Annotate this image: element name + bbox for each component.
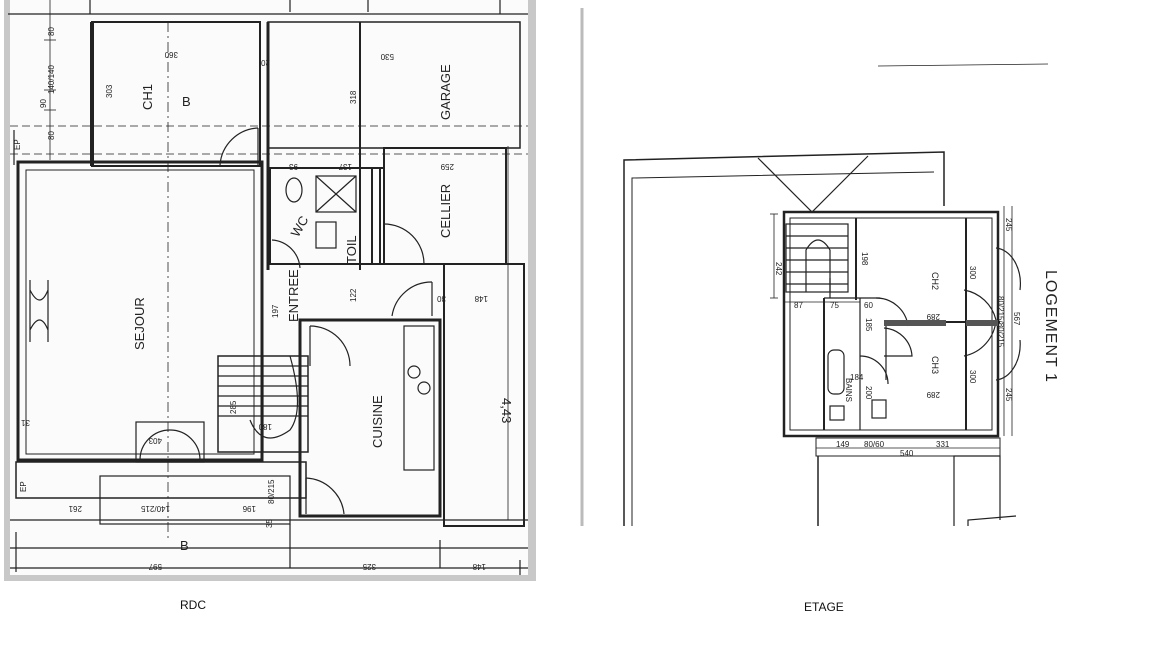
caption-etage: ETAGE xyxy=(804,600,844,614)
dim-261: 261 xyxy=(68,504,82,513)
dim-325: 325 xyxy=(362,562,376,571)
etage-wall-hatch-1 xyxy=(884,320,946,326)
dim-303: 303 xyxy=(105,84,114,98)
room-label-entree: ENTREE xyxy=(286,269,301,322)
dim-285: 285 xyxy=(229,400,238,414)
dim-300-a: 300 xyxy=(968,266,977,280)
dim-245-a: 245 xyxy=(1004,218,1013,232)
dim-597: 597 xyxy=(148,562,162,571)
rdc-plan: CH1 B SEJOUR GARAGE CELLIER ENTREE CUISI… xyxy=(4,0,536,581)
dim-180: 180 xyxy=(258,422,272,431)
dim-318: 318 xyxy=(349,90,358,104)
room-label-ch3: CH3 xyxy=(930,356,940,374)
room-label-garage: GARAGE xyxy=(438,64,453,120)
room-label-ch2: CH2 xyxy=(930,272,940,290)
section-mark-top: B xyxy=(182,94,191,109)
room-label-bains: BAINS xyxy=(844,378,853,402)
dim-567: 567 xyxy=(1012,312,1021,326)
dim-80-215-80-215: 80/215/80/215 xyxy=(996,296,1005,348)
dim-60: 60 xyxy=(864,301,873,310)
room-label-ch1: CH1 xyxy=(140,84,155,110)
dim-198: 198 xyxy=(860,252,869,266)
dim-30: 30 xyxy=(437,294,446,303)
dim-140-140: 140/140 xyxy=(47,65,56,94)
dim-300-b: 300 xyxy=(968,370,977,384)
dim-31: 31 xyxy=(21,418,30,427)
ep-tag-bottom: EP xyxy=(19,481,28,492)
dim-20: 20 xyxy=(261,58,270,67)
dim-245-b: 245 xyxy=(1004,388,1013,402)
dim-530: 530 xyxy=(380,52,394,61)
dim-80-top: 80 xyxy=(47,27,56,36)
dim-80-mid: 80 xyxy=(47,131,56,140)
room-label-cellier: CELLIER xyxy=(438,184,453,238)
caption-rdc: RDC xyxy=(180,598,206,612)
dim-197: 197 xyxy=(271,304,280,318)
logement-title: LOGEMENT 1 xyxy=(1042,270,1059,383)
dim-200: 200 xyxy=(864,386,873,400)
etage-wall-hatch-2 xyxy=(966,320,998,326)
dim-148: 148 xyxy=(474,294,488,303)
ep-tag-top: EP xyxy=(13,139,22,150)
dim-87: 87 xyxy=(794,301,803,310)
dim-75: 75 xyxy=(830,301,839,310)
area-note: 4,43 xyxy=(499,398,514,423)
dim-403: 403 xyxy=(148,436,162,445)
dim-140-215: 140/215 xyxy=(141,504,170,513)
dim-540: 540 xyxy=(900,449,914,458)
dim-137: 137 xyxy=(338,162,352,171)
dim-242: 242 xyxy=(774,262,783,276)
dim-122: 122 xyxy=(349,288,358,302)
dim-360: 360 xyxy=(164,50,178,59)
room-label-toil: TOIL xyxy=(344,235,359,264)
dim-90: 90 xyxy=(39,99,48,108)
dim-185: 185 xyxy=(864,318,873,332)
dim-93: 93 xyxy=(289,162,298,171)
dim-331: 331 xyxy=(936,440,950,449)
dim-80-215: 80/215 xyxy=(267,479,276,504)
dim-259: 259 xyxy=(440,162,454,171)
etage-plan: CH2 CH3 BAINS LOGEMENT 1 242 198 87 75 6… xyxy=(580,8,1059,526)
dim-196: 196 xyxy=(242,504,256,513)
dim-184: 184 xyxy=(850,373,864,382)
dim-80-60: 80/60 xyxy=(864,440,885,449)
room-label-sejour: SEJOUR xyxy=(132,297,147,350)
dim-35: 35 xyxy=(265,519,274,528)
dim-289-b: 289 xyxy=(926,390,940,399)
dim-289-a: 289 xyxy=(926,312,940,321)
room-label-cuisine: CUISINE xyxy=(370,395,385,448)
dim-149: 149 xyxy=(836,440,850,449)
dim-148-bottom: 148 xyxy=(472,562,486,571)
section-mark-bottom: B xyxy=(180,538,189,553)
